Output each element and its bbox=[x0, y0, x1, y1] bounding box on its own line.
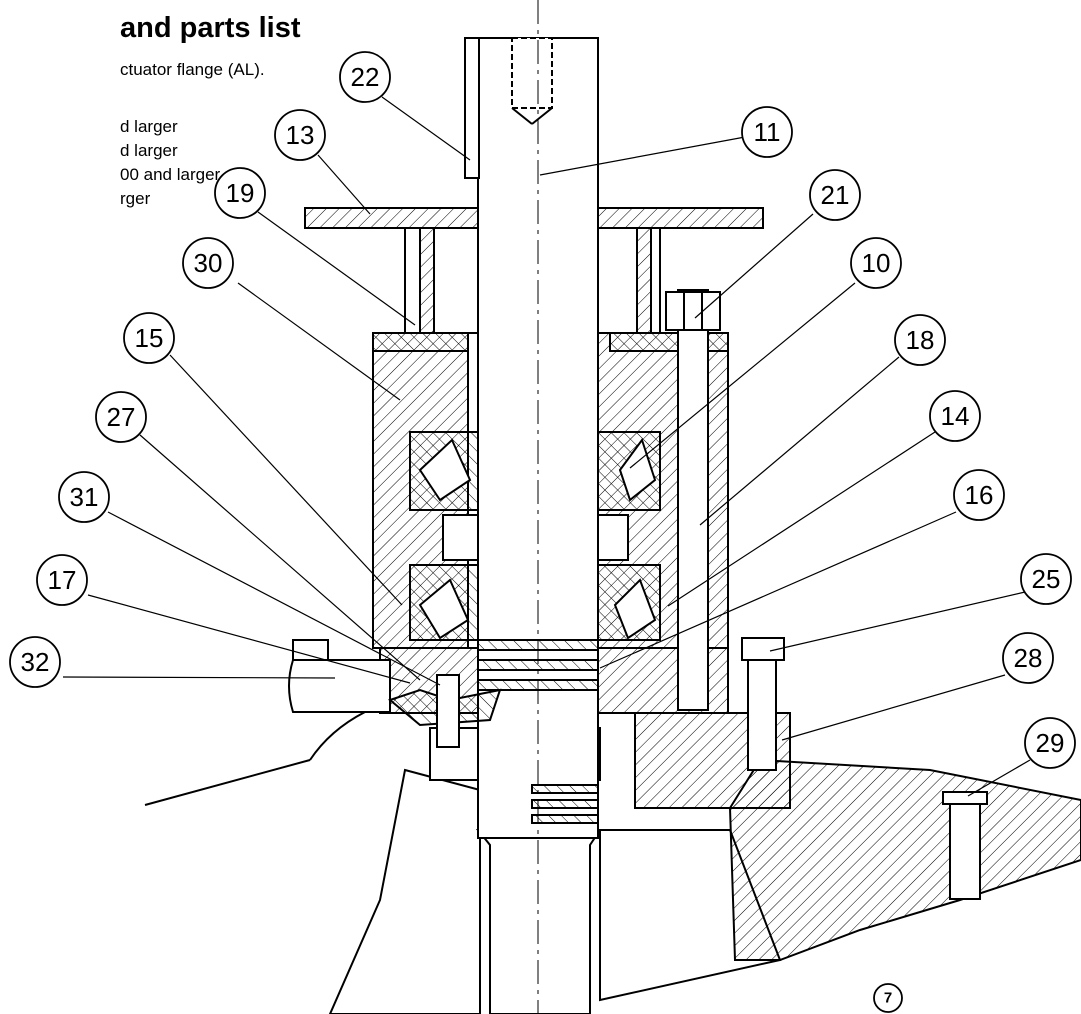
shaft-key bbox=[464, 37, 480, 179]
leader-30 bbox=[237, 282, 401, 401]
valve-body bbox=[728, 758, 1081, 961]
callout-circle-10 bbox=[850, 237, 902, 289]
drill-tip-left bbox=[511, 107, 533, 125]
callout-30: 30 bbox=[194, 248, 223, 278]
leader-11 bbox=[539, 136, 746, 176]
body-left-outline bbox=[328, 768, 481, 1014]
leader-31 bbox=[107, 511, 441, 686]
flange-bolt-shank bbox=[747, 659, 777, 771]
seal-ring-4 bbox=[531, 784, 599, 794]
callout-19: 19 bbox=[226, 178, 255, 208]
page-marker-circle bbox=[873, 983, 903, 1013]
note-line-3: d larger bbox=[120, 141, 178, 160]
leader-16 bbox=[599, 511, 957, 669]
lever-curve bbox=[309, 711, 366, 761]
callout-29: 29 bbox=[1036, 728, 1065, 758]
callout-circle-22 bbox=[339, 51, 391, 103]
callout-31: 31 bbox=[70, 482, 99, 512]
callout-circle-15 bbox=[123, 312, 175, 364]
callout-circle-11 bbox=[741, 106, 793, 158]
lower-shaft bbox=[475, 829, 602, 1014]
callout-10: 10 bbox=[862, 248, 891, 278]
callout-17: 17 bbox=[48, 565, 77, 595]
callout-circle-16 bbox=[953, 469, 1005, 521]
leader-15 bbox=[169, 354, 403, 606]
callout-circle-14 bbox=[929, 390, 981, 442]
drill-tip-right bbox=[531, 107, 553, 125]
callout-circle-30 bbox=[182, 237, 234, 289]
upper-roller-left bbox=[418, 438, 472, 502]
callout-14: 14 bbox=[941, 401, 970, 431]
callout-15: 15 bbox=[135, 323, 164, 353]
leader-32 bbox=[62, 676, 336, 679]
leader-25 bbox=[769, 591, 1026, 652]
page-marker: 7 bbox=[884, 990, 892, 1007]
callout-11: 11 bbox=[754, 117, 781, 147]
leader-22 bbox=[381, 96, 471, 161]
plug-head bbox=[942, 791, 988, 805]
leader-19 bbox=[257, 211, 416, 326]
spacer-wall-left bbox=[419, 227, 435, 334]
leader-14 bbox=[667, 431, 936, 607]
lower-roller-left bbox=[418, 578, 470, 640]
stud-nut bbox=[665, 291, 721, 331]
leader-29 bbox=[967, 759, 1031, 797]
callout-circle-25 bbox=[1020, 553, 1072, 605]
note-line-5: rger bbox=[120, 189, 151, 208]
spacer-wall-right bbox=[636, 227, 652, 334]
leader-18 bbox=[699, 356, 900, 526]
callout-21: 21 bbox=[821, 180, 850, 210]
shaft-tapped-hole bbox=[511, 37, 553, 109]
dowel-pin bbox=[436, 674, 460, 748]
leader-13 bbox=[317, 154, 371, 215]
callout-27: 27 bbox=[107, 402, 136, 432]
callout-28: 28 bbox=[1014, 643, 1043, 673]
lever-bolt-head bbox=[292, 639, 329, 661]
leader-21 bbox=[694, 213, 814, 319]
callout-13: 13 bbox=[286, 120, 315, 150]
page-heading: and parts list bbox=[120, 12, 301, 44]
leader-27 bbox=[139, 434, 421, 681]
body-lower-outline bbox=[599, 829, 782, 1002]
note-line-1: ctuator flange (AL). bbox=[120, 60, 265, 79]
seal-ring-6 bbox=[531, 814, 599, 824]
callout-circle-29 bbox=[1024, 717, 1076, 769]
note-line-4: 00 and larger bbox=[120, 165, 221, 184]
callout-18: 18 bbox=[906, 325, 935, 355]
callout-circle-21 bbox=[809, 169, 861, 221]
housing-cap-right bbox=[609, 332, 729, 352]
callout-circle-32 bbox=[9, 636, 61, 688]
callout-circle-17 bbox=[36, 554, 88, 606]
callout-circle-18 bbox=[894, 314, 946, 366]
callout-circle-13 bbox=[274, 109, 326, 161]
callout-32: 32 bbox=[21, 647, 50, 677]
seal-ring-5 bbox=[531, 799, 599, 809]
leader-28 bbox=[781, 674, 1006, 741]
main-shaft bbox=[477, 37, 599, 839]
housing-cap-left bbox=[372, 332, 469, 352]
stud-bolt bbox=[677, 289, 709, 711]
callout-16: 16 bbox=[965, 480, 994, 510]
callout-circle-19 bbox=[214, 167, 266, 219]
plug-shank bbox=[949, 803, 981, 900]
leader-lines bbox=[62, 96, 1031, 797]
leader-10 bbox=[629, 282, 856, 469]
note-line-2: d larger bbox=[120, 117, 178, 136]
callout-circle-28 bbox=[1002, 632, 1054, 684]
lower-roller-right bbox=[613, 578, 657, 640]
callout-25: 25 bbox=[1032, 564, 1061, 594]
callout-22: 22 bbox=[351, 62, 380, 92]
callout-circle-27 bbox=[95, 391, 147, 443]
callout-circle-31 bbox=[58, 471, 110, 523]
leader-17 bbox=[87, 594, 411, 684]
lever-edge bbox=[144, 759, 311, 806]
lever-arm bbox=[288, 659, 391, 713]
